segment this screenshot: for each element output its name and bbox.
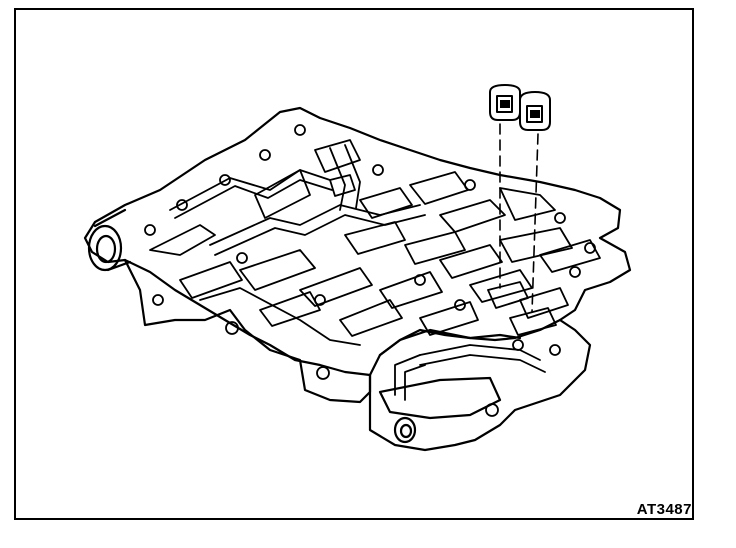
valve-body-lower-front	[368, 318, 592, 452]
check-valve-right	[519, 91, 551, 131]
lower-bore-inner	[399, 423, 413, 439]
bolt-holes	[144, 124, 596, 417]
check-ball-seat-a	[487, 281, 529, 309]
end-bore-outer	[87, 224, 123, 272]
figure-code-label: AT3487	[636, 501, 692, 518]
valve-body-lower-step	[378, 328, 522, 357]
lower-bore	[393, 416, 417, 444]
alignment-line-right	[531, 133, 539, 313]
end-bore-inner	[95, 234, 117, 264]
check-valve-left	[489, 84, 521, 121]
end-bore-barrel	[93, 208, 132, 272]
fluid-passages	[149, 139, 601, 401]
valve-body-top-outline	[83, 106, 632, 377]
lower-boss	[378, 376, 502, 420]
check-ball-seat-b	[509, 307, 557, 336]
valve-body-side	[123, 258, 372, 404]
